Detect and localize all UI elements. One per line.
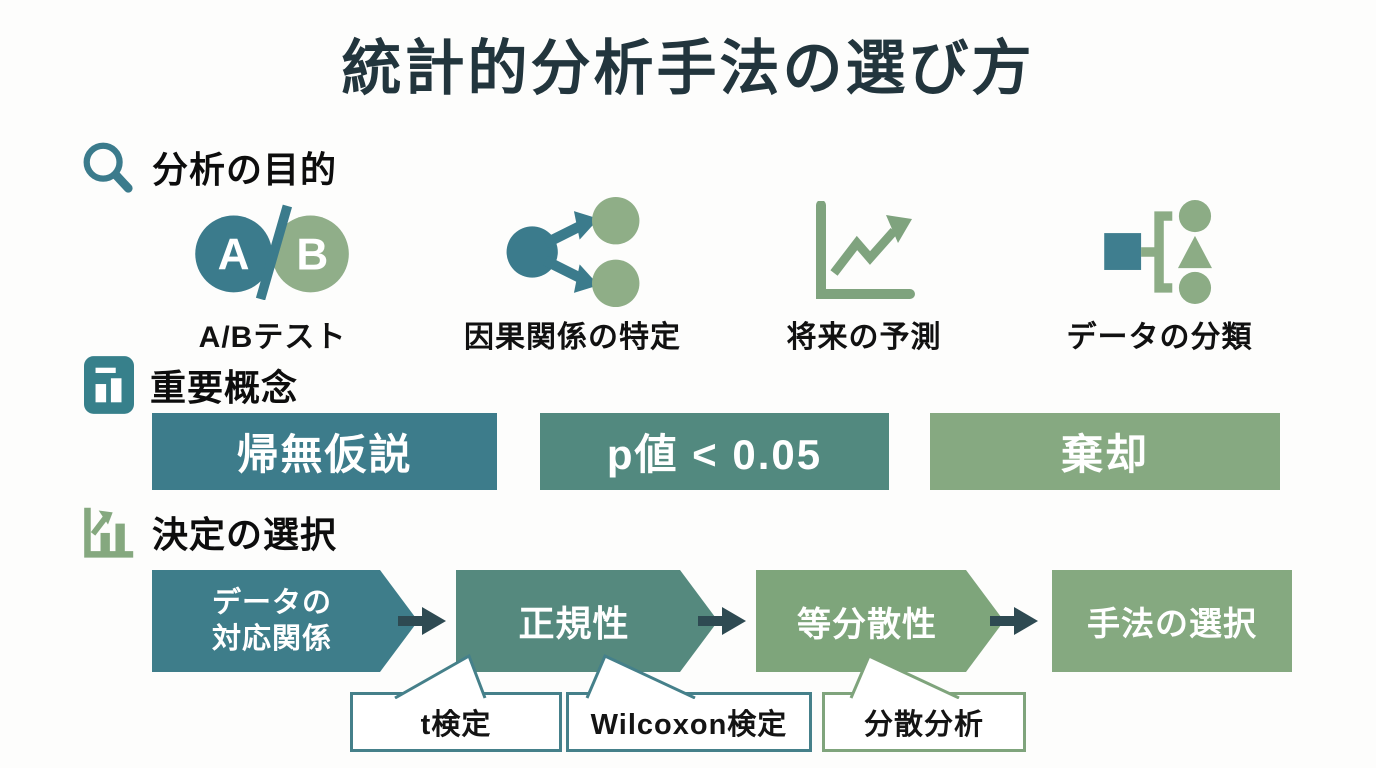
purpose-label-ab-test: A/Bテスト: [198, 321, 347, 354]
purpose-item-ab-test: A B A/Bテスト: [140, 200, 405, 356]
callout-wilcoxon-test: Wilcoxon検定: [566, 653, 812, 752]
trend-chart-icon: [816, 201, 915, 299]
callout-t-test: t検定: [350, 653, 562, 752]
ab-letter-b: B: [296, 230, 328, 279]
flow-step-equal-variance: 等分散性: [756, 570, 1004, 672]
ab-test-icon: A B: [194, 204, 349, 300]
callout-label: t検定: [420, 709, 492, 741]
purpose-label-causal: 因果関係の特定: [464, 321, 681, 354]
section-purpose-header: 分析の目的: [78, 138, 337, 196]
callout-anova: 分散分析: [822, 653, 1026, 752]
section-concepts-title: 重要概念: [150, 367, 299, 408]
section-decision-header: 決定の選択: [80, 504, 337, 560]
flow-step-normality: 正規性: [456, 570, 718, 672]
flow-step-label: 等分散性: [797, 605, 937, 644]
section-decision-title: 決定の選択: [152, 514, 338, 555]
bar-chart-arrow-icon: [84, 507, 134, 558]
purpose-item-causal: 因果関係の特定: [425, 196, 720, 356]
flow-step-label: 手法の選択: [1087, 605, 1257, 642]
page-title: 統計的分析手法の選び方: [341, 35, 1035, 102]
concept-box-rejection: 棄却: [930, 413, 1280, 490]
concept-label: p値 < 0.05: [606, 431, 823, 478]
concept-label: 棄却: [1060, 431, 1149, 478]
purpose-label-classification: データの分類: [1066, 321, 1253, 354]
flow-step-line1: データの: [211, 586, 332, 619]
report-chart-icon: [84, 356, 134, 414]
callout-pointer-icon: [849, 653, 960, 699]
callout-pointer-icon: [394, 653, 487, 699]
arrow-right-icon: [698, 607, 746, 635]
section-purpose-title: 分析の目的: [152, 149, 338, 190]
classification-icon: [1103, 200, 1212, 304]
search-icon: [83, 142, 133, 193]
concept-label: 帰無仮説: [236, 431, 413, 478]
fork-arrows-icon: [506, 196, 639, 308]
arrow-right-icon: [398, 607, 446, 635]
section-concepts-header: 重要概念: [84, 356, 298, 414]
ab-letter-a: A: [217, 230, 249, 279]
flow-step-method-selection: 手法の選択: [1052, 570, 1292, 672]
concept-box-null-hypothesis: 帰無仮説: [152, 413, 497, 490]
purpose-label-forecast: 将来の予測: [786, 321, 942, 354]
purpose-item-forecast: 将来の予測: [728, 200, 1000, 356]
arrow-right-icon: [990, 607, 1038, 635]
callout-pointer-icon: [585, 653, 696, 699]
flow-step-line2: 対応関係: [211, 623, 332, 655]
callout-label: Wilcoxon検定: [590, 709, 788, 741]
concept-box-p-value: p値 < 0.05: [540, 413, 889, 490]
flow-step-data-pairing: データの 対応関係: [152, 570, 418, 672]
flow-step-label: 正規性: [518, 603, 630, 644]
purpose-item-classification: データの分類: [1012, 200, 1307, 356]
callout-label: 分散分析: [863, 709, 984, 741]
